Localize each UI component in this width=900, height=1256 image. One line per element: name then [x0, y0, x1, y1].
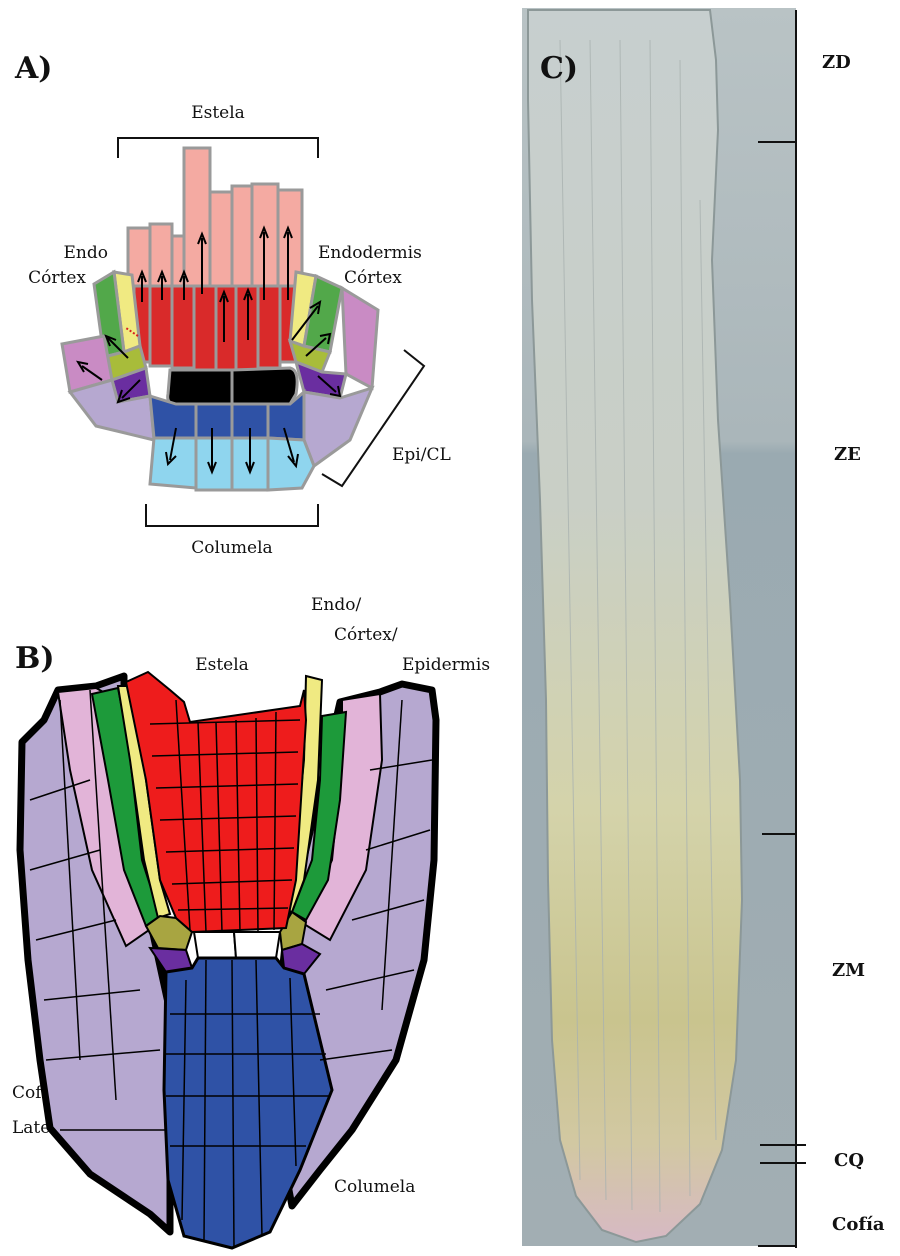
endo-label-left: Endo — [64, 243, 108, 263]
zone-zd: ZD — [822, 52, 851, 73]
columela-label-a: Columela — [191, 538, 272, 558]
estela-label-a: Estela — [191, 103, 245, 123]
stele-bracket — [118, 138, 318, 158]
panel-a: A) Estela — [14, 51, 451, 558]
zone-ze: ZE — [834, 444, 861, 465]
panel-b-letter: B) — [15, 641, 55, 676]
endo-label-b-1: Endo/ — [311, 595, 361, 615]
panel-b-root-tip — [20, 672, 436, 1248]
estela-label-b: Estela — [195, 655, 249, 675]
cortex-label-left: Córtex — [28, 268, 86, 288]
cortex-label-right: Córtex — [344, 268, 402, 288]
endo-label-b-3: Epidermis — [402, 655, 490, 675]
endo-label-b-2: Córtex/ — [334, 625, 398, 645]
zone-cq: CQ — [834, 1150, 864, 1171]
panel-a-stele-cells — [62, 148, 378, 490]
panel-a-letter: A) — [14, 51, 52, 86]
columela-label-b: Columela — [334, 1177, 415, 1197]
epi-cl-label: Epi/CL — [392, 445, 451, 465]
zone-cofia: Cofía — [832, 1214, 885, 1235]
endodermis-label-right: Endodermis — [318, 243, 422, 263]
root-body — [528, 10, 742, 1242]
panel-c-letter: C) — [540, 51, 578, 86]
zone-zm: ZM — [832, 960, 865, 981]
panel-c: C) ZD ZE ZM CQ Cofía — [522, 8, 885, 1248]
columela-bracket-a — [146, 504, 318, 526]
panel-b: B) Estela Endo/ Córtex/ Epidermis Cofía … — [12, 595, 490, 1248]
